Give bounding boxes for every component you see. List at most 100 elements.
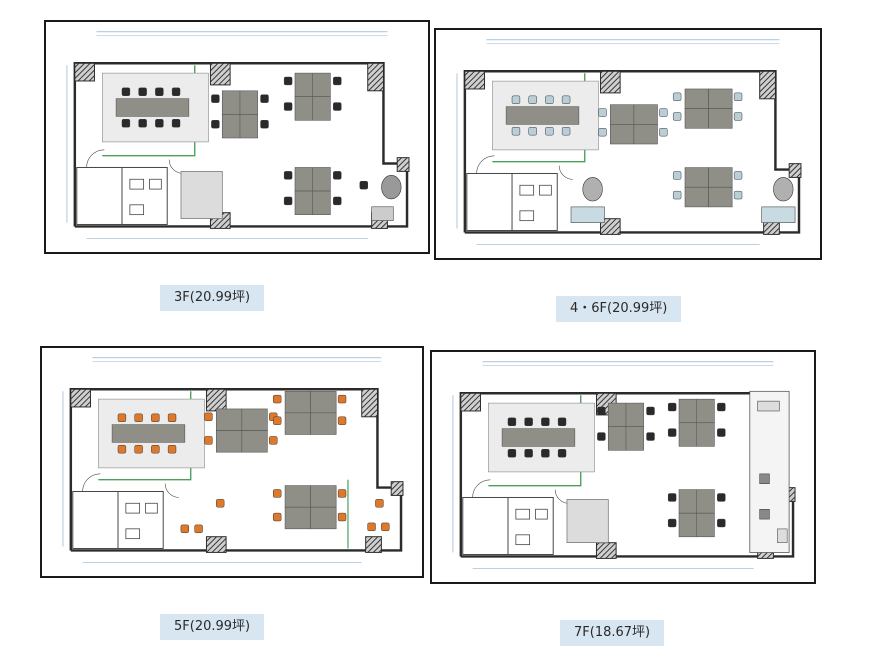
sink [145, 502, 158, 514]
structural-column [595, 542, 617, 559]
chair [283, 76, 293, 86]
structural-column [367, 62, 384, 92]
chair [528, 95, 537, 104]
chair [717, 428, 726, 437]
chair [511, 95, 521, 104]
chair [557, 449, 567, 458]
desk [610, 104, 635, 125]
chair [717, 493, 726, 502]
desk [684, 108, 709, 129]
door-swing [82, 473, 101, 492]
chair [717, 518, 726, 528]
chair [541, 449, 550, 458]
desk [284, 390, 311, 414]
chair [117, 445, 127, 454]
desk [708, 108, 733, 129]
chair [672, 171, 682, 180]
chair [507, 417, 517, 426]
desk [708, 167, 733, 188]
chair [273, 394, 282, 404]
desk [610, 124, 635, 145]
chair [204, 436, 213, 445]
sink [149, 178, 162, 190]
toilet [515, 508, 531, 520]
terrace-bench [757, 400, 780, 412]
chair [204, 412, 213, 421]
terrace-planter [777, 528, 788, 543]
structural-column [365, 536, 382, 553]
terrace-seat [759, 509, 770, 520]
chair [507, 449, 517, 458]
chair [524, 417, 533, 426]
round-table [582, 177, 603, 202]
chair [283, 171, 293, 180]
chair [269, 436, 278, 445]
desk [684, 186, 709, 208]
structural-column [70, 388, 91, 408]
sofa [570, 206, 605, 223]
chair [337, 416, 347, 425]
structural-column [788, 163, 802, 178]
structural-column [390, 481, 404, 496]
door-swing [164, 483, 179, 498]
chair [167, 445, 177, 454]
chair [659, 108, 668, 117]
floor-plan-5f-drawing [62, 357, 404, 563]
chair [733, 171, 743, 180]
sofa [761, 206, 796, 223]
floor-plan-3f-drawing [66, 31, 410, 239]
desk [501, 428, 576, 447]
sink [539, 184, 552, 196]
chair [117, 413, 127, 422]
desk [215, 408, 243, 431]
terrace-seat [759, 473, 770, 484]
desk [310, 506, 337, 530]
chair [138, 119, 147, 128]
chair [646, 432, 655, 441]
chair [561, 95, 571, 104]
round-table [381, 175, 402, 200]
reception-counter [566, 499, 609, 543]
toilet [125, 502, 141, 514]
chair [337, 489, 347, 498]
door-swing [472, 479, 491, 498]
chair [367, 522, 376, 532]
caption-3f: 3F(20.99坪) [160, 285, 265, 311]
desk [684, 167, 709, 188]
chair [667, 493, 677, 502]
chair [597, 406, 606, 416]
chair [134, 445, 143, 454]
structural-column [361, 388, 378, 418]
desk [241, 408, 268, 431]
desk [633, 124, 658, 145]
chair [333, 76, 342, 86]
structural-column [396, 157, 410, 172]
chair [557, 417, 567, 426]
chair [194, 524, 203, 534]
chair [273, 416, 282, 425]
desk [284, 485, 311, 508]
chair [646, 406, 655, 416]
chair [717, 402, 726, 412]
desk [633, 104, 658, 125]
desk [684, 88, 709, 109]
desk [505, 106, 580, 125]
chair [333, 196, 342, 206]
chair [283, 196, 293, 206]
chair [333, 171, 342, 180]
structural-column [464, 70, 486, 90]
chair [545, 127, 554, 136]
structural-column [599, 218, 621, 235]
desk [708, 186, 733, 208]
desk [241, 430, 268, 453]
structural-column [599, 70, 621, 94]
chair [375, 499, 384, 508]
caption-7f: 7F(18.67坪) [560, 620, 665, 646]
chair [283, 102, 293, 111]
chair [733, 92, 743, 102]
chair [733, 112, 743, 121]
chair [167, 413, 177, 422]
chair [733, 190, 743, 200]
structural-column [209, 62, 231, 86]
chair [381, 522, 390, 532]
